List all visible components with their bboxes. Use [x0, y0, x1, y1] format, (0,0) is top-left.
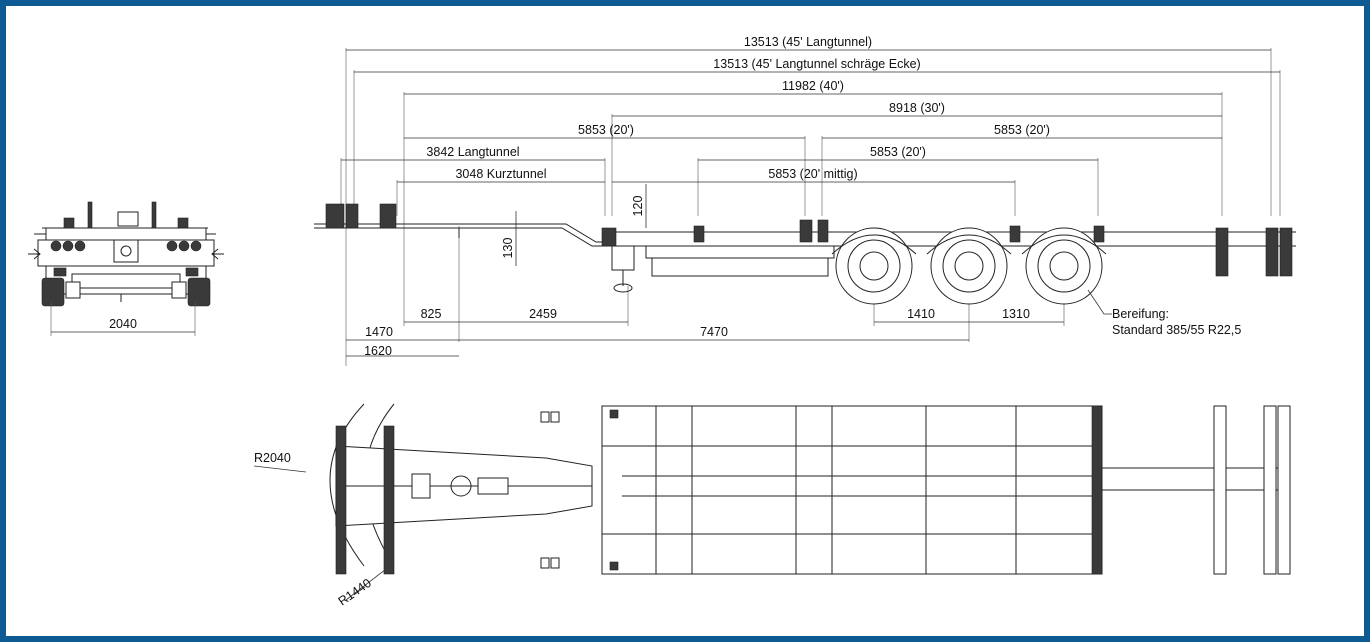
dim-20-mid: 5853 (20')	[870, 145, 926, 159]
dim-30: 8918 (30')	[889, 101, 945, 115]
tyre-note-title: Bereifung:	[1112, 307, 1169, 321]
technical-drawing: 2040 13513 (45' Langtunnel) 13513 (45' L…	[28, 35, 1296, 609]
drawing-canvas: 2040 13513 (45' Langtunnel) 13513 (45' L…	[6, 6, 1364, 636]
dim-height-120: 120	[631, 196, 645, 217]
dim-2459: 2459	[529, 307, 557, 321]
dim-7470: 7470	[700, 325, 728, 339]
dim-20-rear: 5853 (20')	[994, 123, 1050, 137]
rear-view: 2040	[28, 201, 224, 336]
dim-45-angled: 13513 (45' Langtunnel schräge Ecke)	[713, 57, 920, 71]
dim-40: 11982 (40')	[782, 79, 844, 93]
tyre-note-spec: Standard 385/55 R22,5	[1112, 323, 1241, 337]
radius-large-label: R2040	[254, 451, 291, 465]
dim-1620: 1620	[364, 344, 392, 358]
side-view: 13513 (45' Langtunnel) 13513 (45' Langtu…	[314, 35, 1296, 366]
dim-height-130: 130	[501, 238, 515, 259]
dim-short-tunnel: 3048 Kurztunnel	[455, 167, 546, 181]
dim-1310: 1310	[1002, 307, 1030, 321]
dim-1410: 1410	[907, 307, 935, 321]
dim-45-long: 13513 (45' Langtunnel)	[744, 35, 872, 49]
radius-small-label: R1440	[336, 576, 374, 609]
top-view: R2040 R1440	[253, 403, 1291, 609]
dim-20-front: 5853 (20')	[578, 123, 634, 137]
dim-825: 825	[421, 307, 442, 321]
rear-width-label: 2040	[109, 317, 137, 331]
dim-1470: 1470	[365, 325, 393, 339]
dim-20-center: 5853 (20' mittig)	[768, 167, 857, 181]
dim-long-tunnel: 3842 Langtunnel	[426, 145, 519, 159]
